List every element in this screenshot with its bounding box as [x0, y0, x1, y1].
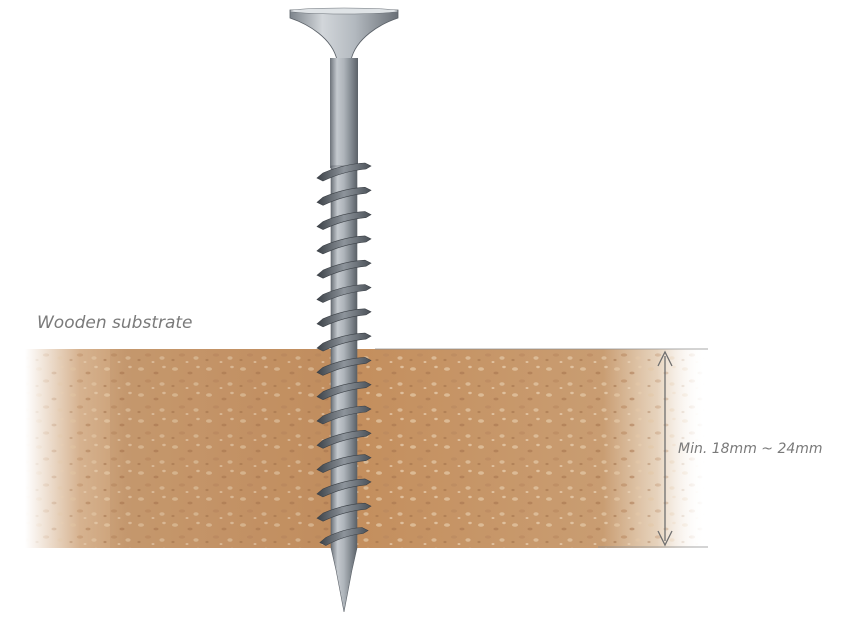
screw-head [290, 10, 398, 60]
screw-shank [330, 58, 358, 168]
wooden-board-shade [110, 349, 340, 548]
wooden-substrate-label: Wooden substrate [37, 313, 193, 333]
thickness-dimension-label: Min. 18mm ~ 24mm [678, 441, 823, 457]
screw-head-top [290, 8, 398, 14]
wooden-board [25, 349, 705, 548]
